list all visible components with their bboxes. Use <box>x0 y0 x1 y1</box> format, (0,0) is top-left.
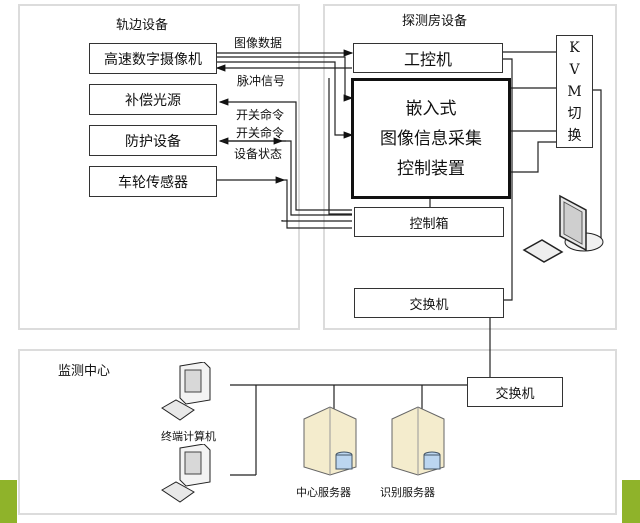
recognition-server-label: 识别服务器 <box>380 486 435 499</box>
computer-monitor-icon <box>522 194 604 263</box>
control-box: 控制箱 <box>354 207 504 237</box>
switch-command-label-1: 开关命令 <box>236 108 285 122</box>
switch-command-label-2: 开关命令 <box>236 126 285 140</box>
kvm-char-k: K <box>569 39 580 56</box>
detection-room-title: 探测房设备 <box>402 14 468 29</box>
pulse-signal-label: 脉冲信号 <box>237 74 286 88</box>
kvm-char-huan: 换 <box>567 127 582 144</box>
terminal-computer-icon-1 <box>161 362 211 421</box>
monitoring-center-title: 监测中心 <box>58 364 111 379</box>
kvm-switch-box: K V M 切 换 <box>556 35 593 148</box>
wheel-sensor-box: 车轮传感器 <box>89 166 217 197</box>
kvm-char-qie: 切 <box>567 105 582 122</box>
trackside-title: 轨边设备 <box>116 18 169 33</box>
kvm-char-m: M <box>567 83 582 100</box>
accent-bar-right <box>622 480 640 523</box>
compensation-light-box: 补偿光源 <box>89 84 217 115</box>
image-data-label: 图像数据 <box>234 36 283 50</box>
detection-room-switch-box: 交换机 <box>354 288 504 318</box>
embedded-line-2: 图像信息采集 <box>380 128 482 149</box>
embedded-acquisition-controller: 嵌入式 图像信息采集 控制装置 <box>351 78 511 199</box>
terminal-computer-icon-2 <box>161 444 211 503</box>
terminal-computer-label: 终端计算机 <box>161 430 216 443</box>
embedded-line-1: 嵌入式 <box>405 98 457 119</box>
central-server-label: 中心服务器 <box>296 486 351 499</box>
high-speed-camera-box: 高速数字摄像机 <box>89 43 217 74</box>
kvm-char-v: V <box>569 61 580 78</box>
monitoring-center-switch-box: 交换机 <box>467 377 563 407</box>
recognition-server-icon <box>391 406 445 476</box>
embedded-line-3: 控制装置 <box>397 158 465 179</box>
device-status-label: 设备状态 <box>234 147 283 161</box>
protection-device-box: 防护设备 <box>89 125 217 156</box>
central-server-icon <box>303 406 357 476</box>
industrial-pc-box: 工控机 <box>353 43 503 73</box>
accent-bar-left <box>0 480 17 523</box>
